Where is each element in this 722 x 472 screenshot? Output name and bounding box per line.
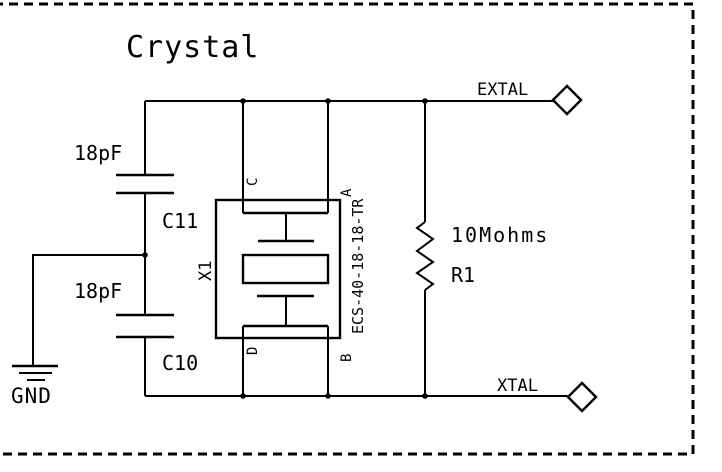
- c10-value-label: 18pF: [74, 279, 122, 303]
- resistor-r1: [415, 101, 435, 396]
- ground-symbol: [12, 364, 58, 381]
- junction-dot: [142, 252, 148, 258]
- crystal-x1: [214, 101, 342, 396]
- r1-ref-label: R1: [451, 263, 475, 287]
- x1-pin-a-label: A: [339, 188, 355, 197]
- wire-gnd: [32, 254, 145, 366]
- capacitor-c11: [116, 173, 174, 195]
- r1-zigzag: [415, 221, 435, 291]
- junction-dot: [422, 393, 428, 399]
- x1-pin-c-label: C: [245, 178, 261, 186]
- junction-dot: [325, 393, 331, 399]
- r1-value-label: 10Mohms: [451, 223, 549, 247]
- x1-outline-box: [214, 198, 342, 340]
- x1-pin-d-label: D: [245, 347, 261, 355]
- extal-port-label: EXTAL: [477, 80, 528, 100]
- capacitor-c10: [116, 313, 174, 339]
- sheet-border: [0, 2, 695, 456]
- c10-ref-label: C10: [162, 351, 198, 375]
- x1-crystal-body: [241, 253, 330, 285]
- extal-port-diamond: [551, 84, 583, 116]
- c11-value-label: 18pF: [74, 141, 122, 165]
- schematic-title: Crystal: [126, 30, 259, 65]
- junction-dots: [142, 98, 428, 399]
- junction-dot: [240, 393, 246, 399]
- xtal-port-label: XTAL: [497, 376, 538, 396]
- c11-ref-label: C11: [162, 209, 198, 233]
- junction-dot: [325, 98, 331, 104]
- xtal-port-diamond: [566, 381, 598, 413]
- junction-dot: [240, 98, 246, 104]
- x1-part-number-label: ECS-40-18-18-TR: [349, 198, 367, 334]
- gnd-label: GND: [11, 384, 52, 408]
- x1-ref-label: X1: [196, 261, 216, 281]
- x1-pin-b-label: B: [339, 354, 355, 362]
- junction-dot: [422, 98, 428, 104]
